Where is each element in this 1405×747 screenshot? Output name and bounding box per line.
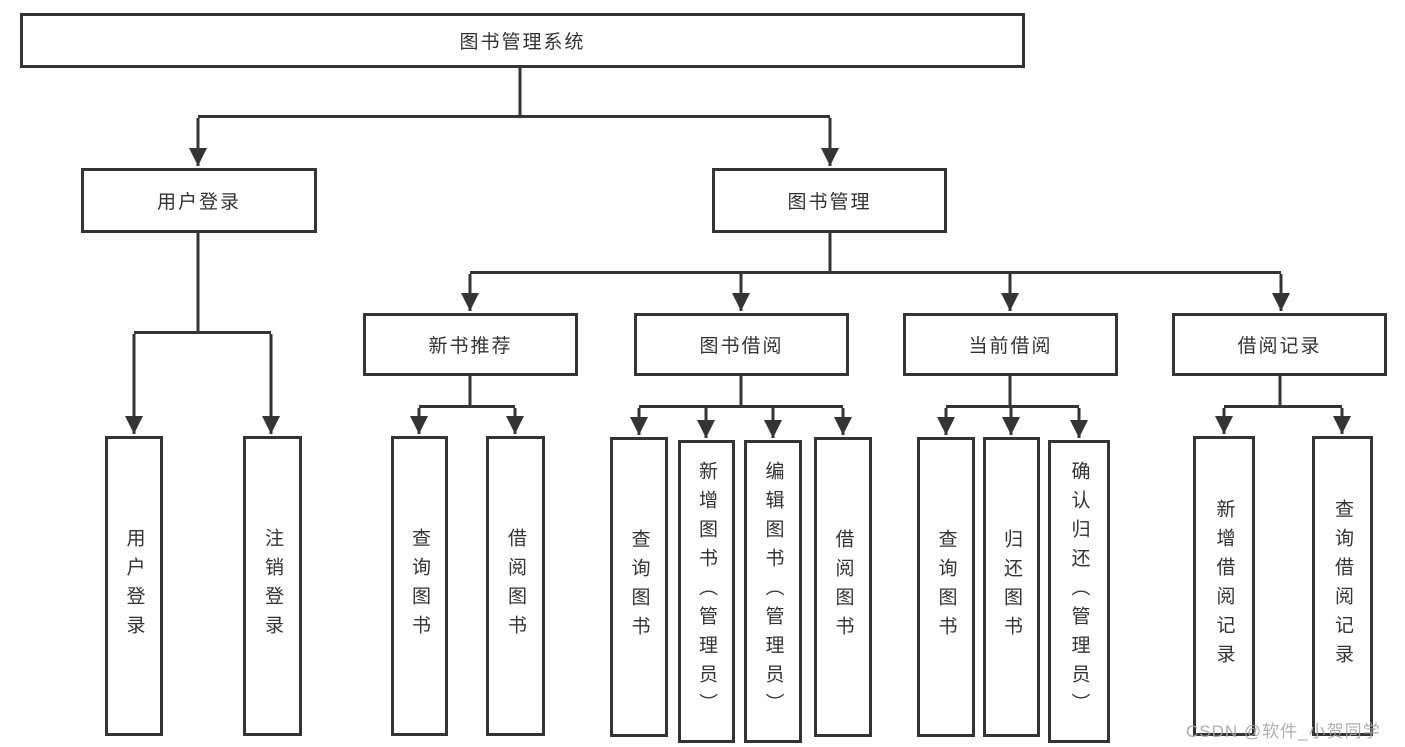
node-book-management: 图书管理 (712, 168, 947, 233)
node-borrow-records-label: 借阅记录 (1237, 336, 1322, 357)
leaf-query-book-recommend: 查询图书 (391, 436, 448, 736)
leaf-confirm-return-admin: 确认归还（管理员） (1048, 440, 1110, 743)
watermark: CSDN @软件_小贺同学 (1186, 722, 1381, 741)
leaf-edit-book-admin: 编辑图书（管理员） (744, 440, 802, 743)
node-borrow-records: 借阅记录 (1172, 313, 1387, 376)
leaf-confirm-return-admin-label: 确认归还（管理员） (1068, 461, 1090, 722)
leaf-query-book-current: 查询图书 (917, 437, 975, 737)
leaf-borrow-book-label: 借阅图书 (832, 529, 854, 645)
leaf-borrow-book-recommend-label: 借阅图书 (505, 528, 526, 644)
leaf-add-book-admin-label: 新增图书（管理员） (696, 461, 717, 722)
leaf-query-borrow-record-label: 查询借阅记录 (1332, 499, 1353, 673)
leaf-borrow-book: 借阅图书 (814, 437, 872, 737)
leaf-add-borrow-record: 新增借阅记录 (1193, 436, 1255, 736)
leaf-logout-label: 注销登录 (262, 528, 283, 644)
node-user-login: 用户登录 (81, 168, 317, 233)
leaf-query-book-borrow: 查询图书 (610, 437, 668, 737)
node-book-management-label: 图书管理 (787, 192, 872, 213)
leaf-edit-book-admin-label: 编辑图书（管理员） (762, 461, 784, 722)
leaf-user-login-label: 用户登录 (123, 528, 145, 644)
leaf-return-book-label: 归还图书 (1001, 529, 1022, 645)
leaf-return-book: 归还图书 (983, 437, 1040, 737)
leaf-query-book-current-label: 查询图书 (935, 529, 957, 645)
node-book-borrow: 图书借阅 (634, 313, 849, 376)
leaf-query-borrow-record: 查询借阅记录 (1312, 436, 1373, 736)
leaf-add-borrow-record-label: 新增借阅记录 (1213, 499, 1235, 673)
node-new-book-recommend-label: 新书推荐 (428, 336, 513, 357)
leaf-query-book-recommend-label: 查询图书 (409, 528, 430, 644)
leaf-query-book-borrow-label: 查询图书 (628, 529, 650, 645)
leaf-user-login: 用户登录 (105, 436, 163, 736)
node-book-borrow-label: 图书借阅 (699, 336, 784, 357)
node-user-login-label: 用户登录 (156, 192, 241, 213)
node-root-label: 图书管理系统 (459, 32, 586, 53)
leaf-logout: 注销登录 (243, 436, 302, 736)
node-root-system: 图书管理系统 (20, 13, 1025, 68)
leaf-add-book-admin: 新增图书（管理员） (678, 440, 735, 743)
node-current-borrow: 当前借阅 (903, 313, 1118, 376)
node-new-book-recommend: 新书推荐 (363, 313, 578, 376)
leaf-borrow-book-recommend: 借阅图书 (486, 436, 545, 736)
node-current-borrow-label: 当前借阅 (968, 336, 1053, 357)
